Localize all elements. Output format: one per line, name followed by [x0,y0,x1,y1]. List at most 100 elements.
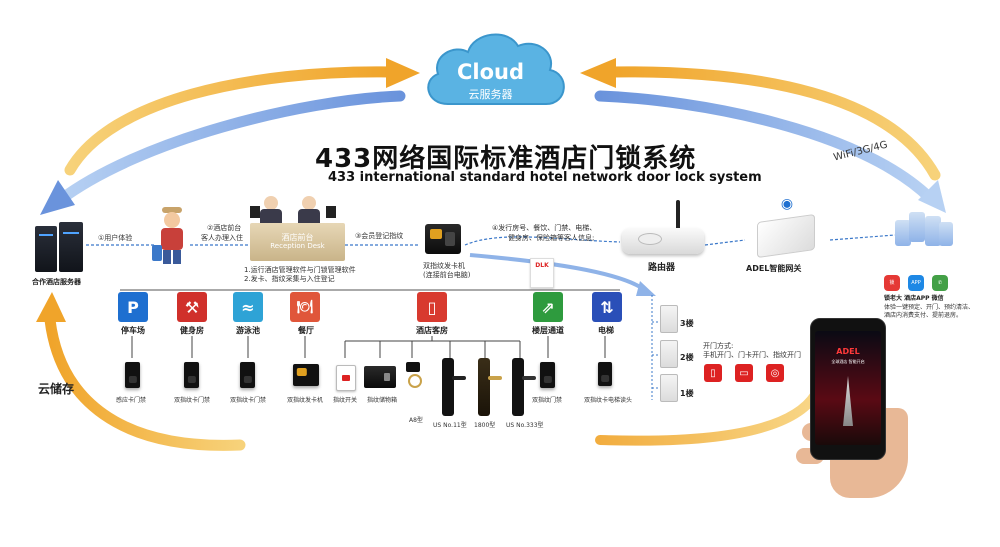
phone-slogan: 全球酒店 智能开启 [831,359,865,364]
open-methods-detail: 手机开门、门卡开门、指纹开门 [703,351,801,359]
category-restaurant-label: 餐厅 [298,326,314,335]
phone-screen[interactable]: ADEL 全球酒店 智能开启 [815,331,881,445]
device-safe-label: 指纹储物箱 [367,397,398,404]
fingerprint-open-icon: ◎ [766,364,784,382]
device-pool-label: 双指纹卡门禁 [230,397,267,404]
phone-hand: ADEL 全球酒店 智能开启 [790,318,910,498]
apps-labels: 锁老大 酒店APP 微信 [884,295,944,302]
device-us333-label: US No.333型 [506,422,544,429]
floor-1-building [660,374,678,402]
device-1800-label: 1800型 [474,422,496,429]
server-label: 合作酒店服务器 [32,278,81,286]
device-gym-reader [184,362,199,388]
card-issuer-label-1: 双指纹发卡机 [423,262,465,270]
arrow-server-to-cloud [64,66,396,176]
gateway-label: ADEL智能网关 [746,264,802,273]
floor-1-label: 1楼 [680,389,694,398]
step-3: ③会员登记指纹 [355,232,404,240]
device-us333-lock [512,358,536,416]
cloud: Cloud 云服务器 [418,22,573,117]
category-gym-label: 健身房 [180,326,204,335]
category-gym-icon: ⚒ [177,292,207,322]
guest-icon [152,207,192,267]
device-stairs-reader [540,362,555,388]
card-open-icon: ▭ [735,364,753,382]
phone-device: ADEL 全球酒店 智能开启 [810,318,886,460]
category-elevator-icon: ⇅ [592,292,622,322]
router-icon [622,200,704,260]
router-label: 路由器 [648,263,676,273]
cloud-storage-label: 云储存 [38,382,75,396]
device-elevator-label: 双指纹卡电梯读头 [584,397,633,404]
reception-desk: 酒店前台 Reception Desk [250,196,345,264]
app-wechat-icon[interactable]: ✆ [932,275,948,291]
device-restaurant-label: 双指纹发卡机 [287,397,324,404]
reception-sign-zh: 酒店前台 [281,233,314,242]
device-a8-label: A8型 [409,417,423,424]
cloud-subtitle: 云服务器 [468,88,513,101]
server-icon [35,222,83,274]
category-elevator-label: 电梯 [598,326,614,335]
arrow-storage-bottom [595,390,820,446]
cloud-title: Cloud [456,60,525,84]
card-issuer-label-2: (连接前台电脑) [423,271,471,279]
category-pool-icon: ≈ [233,292,263,322]
floor-3-label: 3楼 [680,319,694,328]
arrow-apps-to-cloud [606,66,941,181]
reception-sign-en: Reception Desk [270,242,325,250]
dlk-sticker: DLK [530,258,554,288]
dlk-brand: DLK [535,262,549,269]
arrow-cloud-to-server [54,90,406,206]
device-us11-label: US No.11型 [433,422,467,429]
device-pool-reader [240,362,255,388]
device-restaurant-issuer [293,364,319,386]
cloud-shape [427,33,565,105]
page-title-en: 433 international standard hotel network… [328,170,762,185]
category-stairs-icon: ⇗ [533,292,563,322]
page-title-zh: 433网络国际标准酒店门锁系统 [315,144,697,174]
phone-brand: ADEL [836,347,860,356]
category-restaurant-icon: 🍽 [290,292,320,322]
apps-desc-1: 体验一键预定、开门、预约清洁、 [884,304,975,311]
floor-2-building [660,340,678,368]
step-2-line1: ②酒店前台 [207,224,242,232]
category-stairs-label: 楼层通道 [532,326,564,335]
dashed-connectors [86,234,896,246]
cloud-server-cluster-icon [895,210,955,252]
category-parking-icon: P [118,292,148,322]
device-parking-label: 感应卡门禁 [116,397,147,404]
device-safe [364,366,396,388]
device-gym-label: 双指纹卡门禁 [174,397,211,404]
device-drops [131,336,606,358]
device-parking-reader [125,362,140,388]
arrow-issuer-to-floors [469,253,647,292]
device-1800-lock [478,358,502,416]
device-a8-lock [406,362,422,388]
device-stairs-label: 双指纹门禁 [532,397,563,404]
category-room-label: 酒店客房 [416,326,448,335]
device-switch-label: 指纹开关 [333,397,358,404]
category-room-icon: ▯ [417,292,447,322]
step-2-line2: 客人办理入住 [201,234,243,242]
floor-3-building [660,305,678,333]
card-issuer-icon [425,224,461,254]
gateway-icon: ◉ [757,196,817,259]
app-hotel-icon[interactable]: APP [908,275,924,291]
category-pool-label: 游泳池 [236,326,260,335]
arrow-storage-left [44,314,246,451]
device-switch [336,365,356,391]
phone-open-icon: ▯ [704,364,722,382]
reception-note-1: 1.运行酒店管理软件与门锁管理软件 [244,266,356,274]
device-elevator-reader [598,362,612,386]
arrow-cloud-to-apps [594,90,936,204]
floor-2-label: 2楼 [680,353,694,362]
step-1: ①用户体验 [98,234,133,242]
apps-desc-2: 酒店内消费支付、提前退房。 [884,312,963,319]
step-4-line2: 健身房、保险箱等客人信息; [508,234,595,242]
app-suolaoda-icon[interactable]: 锁 [884,275,900,291]
reception-note-2: 2.发卡、指纹采集与入住登记 [244,275,335,283]
step-4-line1: ④发行房号、餐饮、门禁、电梯、 [492,224,597,232]
category-parking-label: 停车场 [121,326,145,335]
open-methods-title: 开门方式: [703,342,734,350]
